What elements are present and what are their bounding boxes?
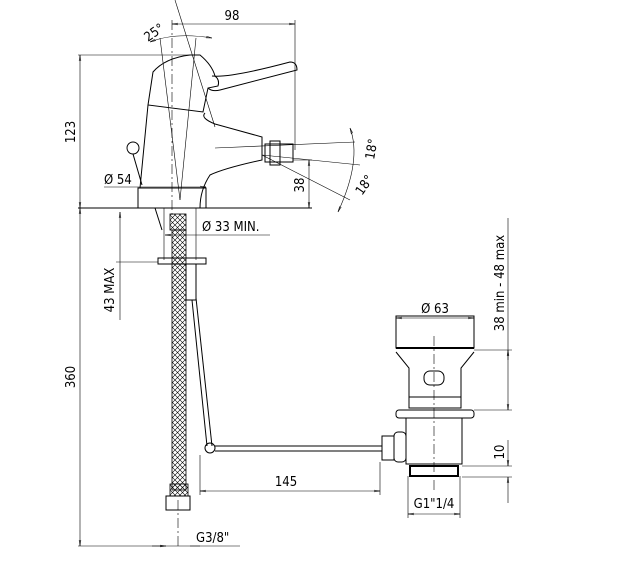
dimension-63: Ø 63	[396, 302, 474, 318]
hose-thread-label: G3/8"	[196, 531, 229, 546]
spray-angle-up-label: 18°	[363, 138, 381, 161]
dimension-43max: 43 MAX	[103, 212, 158, 320]
pop-up-rod	[215, 431, 407, 463]
hose-assembly	[154, 207, 216, 548]
waste-diameter-label: Ø 63	[421, 302, 449, 317]
width-label: 98	[225, 9, 240, 24]
dimension-360: 360	[64, 208, 200, 547]
spout-height-label: 38	[293, 178, 308, 193]
height-label: 123	[64, 121, 79, 143]
waste-assembly	[395, 315, 475, 490]
height-range-label: 38 min - 48 max	[493, 235, 508, 331]
dimension-g38: G3/8"	[152, 531, 240, 546]
dimension-123: 123	[64, 54, 196, 208]
dimension-10: 10	[462, 440, 512, 503]
waste-thread-label: G1"1/4	[414, 497, 455, 512]
base-diameter-label: Ø 54	[104, 173, 132, 188]
rod-length-label: 145	[275, 475, 297, 490]
thread-length-label: 10	[493, 445, 508, 460]
hose-length-label: 360	[64, 366, 79, 388]
hole-label: Ø 33 MIN.	[202, 220, 260, 235]
dimension-38-spout: 38	[293, 159, 312, 208]
faucet-body	[126, 0, 361, 215]
dimension-98: 98	[172, 9, 296, 150]
spray-angle-down-label: 18°	[353, 173, 377, 199]
dimension-145: 145	[199, 455, 381, 495]
dimension-25deg: 25°	[142, 21, 212, 45]
lever-angle-label: 25°	[142, 21, 168, 45]
deck-thickness-label: 43 MAX	[103, 268, 118, 313]
dimension-18deg: 18° 18°	[337, 128, 382, 212]
dimension-33: Ø 33 MIN.	[165, 220, 270, 235]
dimension-54: Ø 54	[104, 173, 206, 188]
dimension-38-48: 38 min - 48 max	[474, 218, 512, 411]
dimension-g114: G1"1/4	[407, 476, 461, 518]
